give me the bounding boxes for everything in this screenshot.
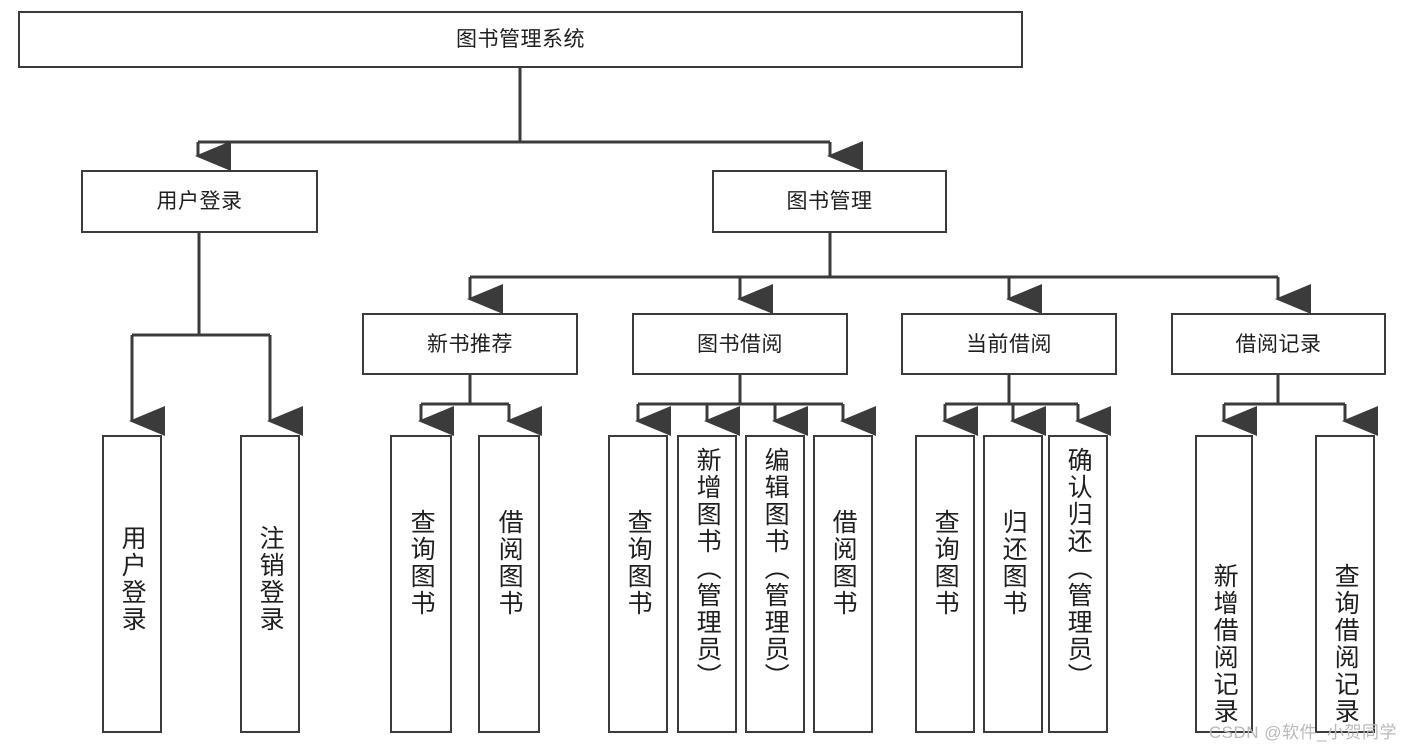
node-leaf-confirm-return[interactable]: 确认归还（管理员） bbox=[1048, 435, 1108, 733]
node-user-login[interactable]: 用户登录 bbox=[81, 170, 318, 233]
node-book-borrow-label: 图书借阅 bbox=[697, 332, 783, 356]
node-book-borrow[interactable]: 图书借阅 bbox=[632, 313, 848, 375]
node-leaf-add-record[interactable]: 新增借阅记录 bbox=[1195, 435, 1253, 733]
node-leaf-add-book-label: 新增图书（管理员） bbox=[693, 447, 722, 690]
node-leaf-edit-book-label: 编辑图书（管理员） bbox=[761, 447, 790, 690]
node-leaf-borrow-book-2-label: 借阅图书 bbox=[829, 509, 858, 617]
node-new-book-rec[interactable]: 新书推荐 bbox=[362, 313, 578, 375]
node-borrow-record-label: 借阅记录 bbox=[1235, 332, 1322, 356]
node-current-borrow-label: 当前借阅 bbox=[966, 332, 1052, 356]
node-root[interactable]: 图书管理系统 bbox=[18, 11, 1023, 68]
node-user-login-label: 用户登录 bbox=[156, 190, 243, 213]
node-new-book-rec-label: 新书推荐 bbox=[427, 332, 513, 356]
node-leaf-user-login-label: 用户登录 bbox=[118, 525, 147, 633]
node-leaf-borrow-book-1-label: 借阅图书 bbox=[495, 509, 524, 617]
node-leaf-query-book-1[interactable]: 查询图书 bbox=[390, 435, 452, 733]
node-leaf-query-book-3[interactable]: 查询图书 bbox=[915, 435, 975, 733]
node-leaf-add-record-label: 新增借阅记录 bbox=[1210, 563, 1239, 725]
node-leaf-confirm-return-label: 确认归还（管理员） bbox=[1064, 447, 1093, 690]
node-leaf-query-book-2[interactable]: 查询图书 bbox=[608, 435, 668, 733]
node-leaf-query-book-1-label: 查询图书 bbox=[407, 509, 436, 617]
watermark-text: CSDN @软件_小贺同学 bbox=[1208, 723, 1397, 742]
node-leaf-user-login[interactable]: 用户登录 bbox=[102, 435, 162, 733]
node-leaf-borrow-book-2[interactable]: 借阅图书 bbox=[813, 435, 873, 733]
node-leaf-logout[interactable]: 注销登录 bbox=[240, 435, 300, 733]
node-leaf-borrow-book-1[interactable]: 借阅图书 bbox=[478, 435, 540, 733]
node-leaf-edit-book[interactable]: 编辑图书（管理员） bbox=[745, 435, 805, 733]
node-leaf-query-book-3-label: 查询图书 bbox=[931, 509, 960, 617]
node-leaf-logout-label: 注销登录 bbox=[256, 525, 285, 633]
node-leaf-return-book-label: 归还图书 bbox=[999, 509, 1028, 617]
node-leaf-add-book[interactable]: 新增图书（管理员） bbox=[677, 435, 737, 733]
node-leaf-query-book-2-label: 查询图书 bbox=[624, 509, 653, 617]
node-root-label: 图书管理系统 bbox=[456, 28, 585, 51]
node-leaf-return-book[interactable]: 归还图书 bbox=[983, 435, 1043, 733]
node-current-borrow[interactable]: 当前借阅 bbox=[901, 313, 1117, 375]
node-leaf-query-record-label: 查询借阅记录 bbox=[1331, 563, 1360, 725]
node-book-manage-label: 图书管理 bbox=[786, 190, 873, 213]
node-book-manage[interactable]: 图书管理 bbox=[712, 170, 947, 233]
node-leaf-query-record[interactable]: 查询借阅记录 bbox=[1315, 435, 1375, 733]
node-borrow-record[interactable]: 借阅记录 bbox=[1171, 313, 1386, 375]
